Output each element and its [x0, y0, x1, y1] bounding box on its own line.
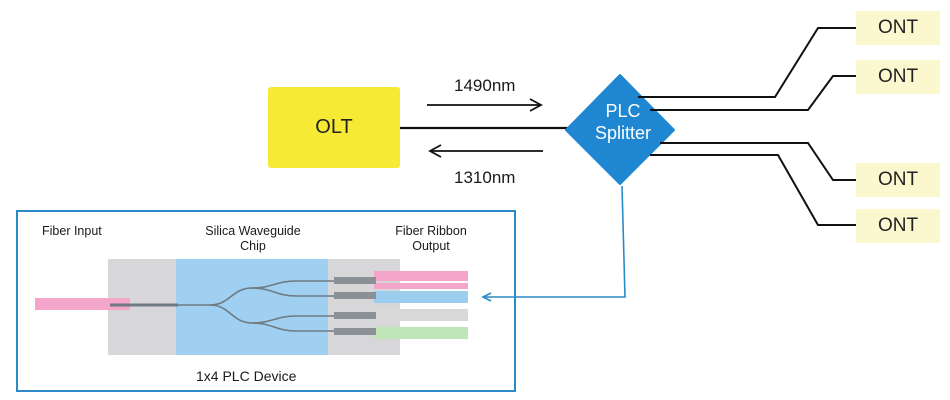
- ont-box-1[interactable]: ONT: [856, 11, 940, 45]
- splitter-label: PLC Splitter: [568, 100, 678, 144]
- splitter-label-line2: Splitter: [594, 123, 652, 143]
- ont-fiber-4: [650, 154, 856, 226]
- callout-connector: [481, 185, 626, 302]
- chip-label: Silica Waveguide Chip: [192, 224, 314, 254]
- output-fiber-gray: [374, 309, 468, 321]
- olt-box[interactable]: OLT: [268, 87, 400, 168]
- ont-label: ONT: [877, 66, 919, 87]
- chip-label-line1: Silica Waveguide: [205, 224, 301, 238]
- plc-device-panel: [16, 210, 516, 392]
- input-fiber: [35, 298, 130, 310]
- ont-fiber-3: [660, 142, 856, 181]
- splitter-label-line1: PLC: [605, 101, 641, 121]
- ont-fiber-2: [650, 75, 856, 111]
- ont-fiber-1: [638, 27, 856, 98]
- olt-label: OLT: [315, 116, 353, 138]
- downstream-arrow: [427, 98, 543, 112]
- upstream-wavelength-label: 1310nm: [454, 168, 516, 187]
- output-fiber-green: [374, 327, 468, 339]
- fiber-input-label: Fiber Input: [42, 224, 102, 238]
- output-label-line1: Fiber Ribbon: [395, 224, 467, 238]
- output-fiber-pink-a: [374, 271, 468, 281]
- ont-label: ONT: [877, 17, 919, 38]
- ont-box-3[interactable]: ONT: [856, 163, 940, 197]
- downstream-wavelength-label: 1490nm: [454, 76, 516, 95]
- ont-box-2[interactable]: ONT: [856, 60, 940, 94]
- ont-box-4[interactable]: ONT: [856, 209, 940, 243]
- plc-splitter-diamond[interactable]: [565, 74, 675, 185]
- ont-label: ONT: [877, 215, 919, 236]
- upstream-arrow: [428, 144, 543, 158]
- output-fiber-pink-b: [374, 283, 468, 289]
- output-fiber-blue: [374, 291, 468, 303]
- output-label-line2: Output: [412, 239, 450, 253]
- plc-device-caption: 1x4 PLC Device: [196, 368, 297, 384]
- output-label: Fiber Ribbon Output: [382, 224, 480, 254]
- chip-label-line2: Chip: [240, 239, 266, 253]
- ont-label: ONT: [877, 169, 919, 190]
- plc-device-illustration: [35, 259, 468, 355]
- waveguide-chip: [176, 259, 328, 355]
